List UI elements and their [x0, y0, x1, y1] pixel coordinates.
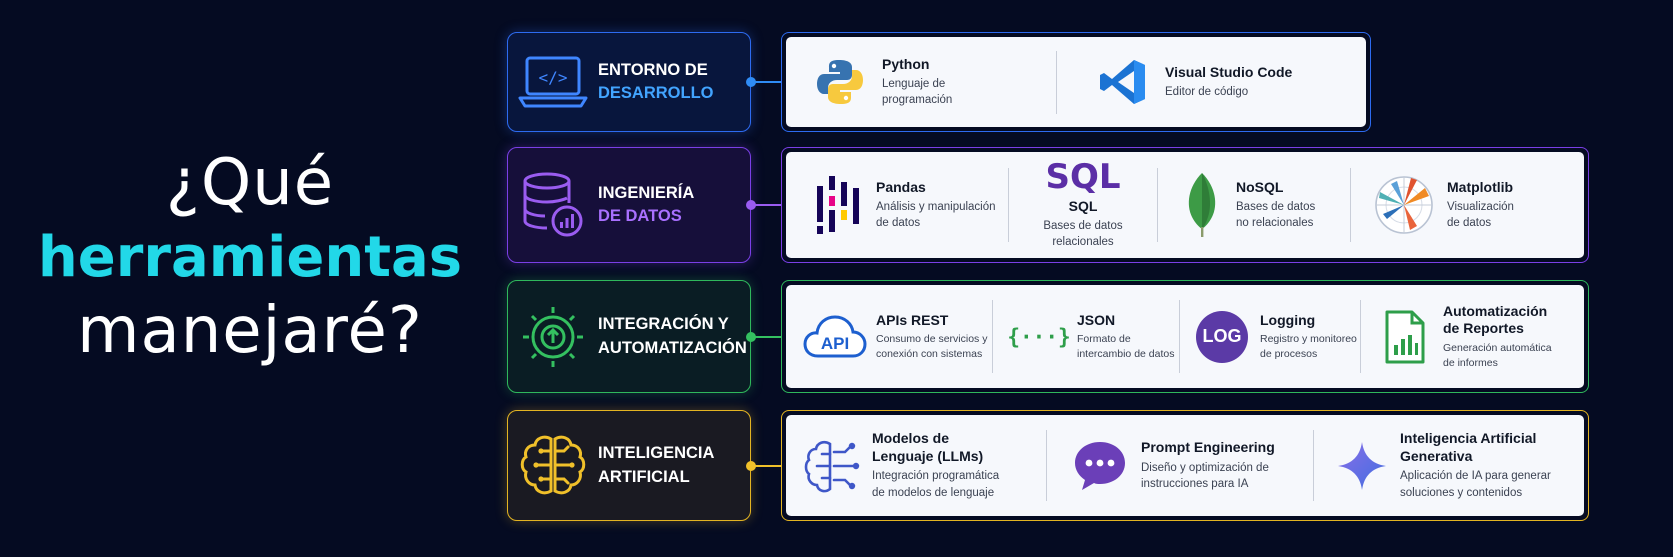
- brain-circuit-icon: [508, 433, 598, 499]
- category-title-line-2: DE DATOS: [598, 207, 682, 225]
- tool-desc: Aplicación de IA para generar soluciones…: [1400, 470, 1551, 499]
- python-icon: [808, 57, 872, 107]
- tool-name: Matplotlib: [1447, 178, 1514, 195]
- category-title-line-1: ENTORNO DE: [598, 60, 708, 79]
- divider: [1313, 430, 1314, 501]
- divider: [992, 300, 993, 373]
- headline: ¿Qué herramientas manejaré?: [0, 146, 500, 368]
- tool-ia-generativa: Inteligencia Artificial Generativa Aplic…: [1314, 415, 1560, 516]
- sql-icon: SQL: [1045, 157, 1121, 198]
- tool-prompt-engineering: Prompt Engineering Diseño y optimización…: [1047, 415, 1313, 516]
- divider: [1350, 167, 1351, 243]
- tool-desc: Diseño y optimización de instrucciones p…: [1141, 461, 1269, 490]
- connector: [746, 460, 781, 471]
- category-title-line-2: DESARROLLO: [598, 84, 714, 102]
- database-icon: [508, 169, 598, 241]
- divider: [1008, 167, 1009, 243]
- tool-name: SQL: [1068, 198, 1098, 215]
- headline-line-3: manejaré?: [77, 293, 423, 368]
- api-cloud-icon: API: [800, 312, 870, 362]
- tool-desc: Bases de datos no relacionales: [1236, 201, 1316, 230]
- category-integracion-automatizacion: INTEGRACIÓN Y AUTOMATIZACIÓN: [507, 280, 751, 393]
- tool-nosql: NoSQL Bases de datos no relacionales: [1158, 152, 1350, 258]
- tool-name: Logging: [1260, 311, 1316, 328]
- json-icon: {···}: [1007, 324, 1071, 349]
- tool-name: Pandas: [876, 178, 926, 195]
- pandas-icon: [808, 174, 868, 236]
- svg-text:API: API: [821, 334, 849, 353]
- tool-desc: Formato de intercambio de datos: [1077, 333, 1175, 360]
- gear-cycle-icon: [508, 302, 598, 372]
- matplotlib-icon: [1371, 174, 1437, 236]
- connector: [746, 331, 781, 342]
- category-title-line-2: AUTOMATIZACIÓN: [598, 338, 747, 357]
- tool-desc: Lenguaje de programación: [882, 78, 953, 107]
- tool-llms: Modelos de Lenguaje (LLMs) Integración p…: [786, 415, 1046, 516]
- headline-line-2: herramientas: [37, 225, 463, 291]
- category-title-line-1: INTELIGENCIA: [598, 444, 715, 463]
- tools-card-entorno: Python Lenguaje de programación Visual S…: [781, 32, 1371, 132]
- tool-desc: Análisis y manipulación de datos: [876, 201, 996, 230]
- tool-desc: Registro y monitoreo de procesos: [1260, 333, 1357, 360]
- laptop-code-icon: </>: [508, 54, 598, 110]
- divider: [1056, 50, 1057, 114]
- tool-name: Modelos de Lenguaje (LLMs): [872, 430, 984, 464]
- tool-name: NoSQL: [1236, 178, 1284, 195]
- report-icon: [1377, 309, 1433, 365]
- divider: [1046, 430, 1047, 501]
- headline-line-1: ¿Qué: [165, 146, 335, 220]
- category-inteligencia-artificial: INTELIGENCIA ARTIFICIAL: [507, 410, 751, 521]
- tool-vscode: Visual Studio Code Editor de código: [1057, 37, 1292, 127]
- tool-matplotlib: Matplotlib Visualización de datos: [1351, 152, 1527, 258]
- connector: [746, 200, 781, 210]
- tool-name: Automatización de Reportes: [1443, 302, 1548, 337]
- tool-name: Visual Studio Code: [1165, 63, 1293, 80]
- divider: [1360, 300, 1361, 373]
- tool-logging: LOG Logging Registro y monitoreo de proc…: [1180, 285, 1360, 388]
- tools-card-ia: Modelos de Lenguaje (LLMs) Integración p…: [781, 410, 1589, 521]
- category-entorno-desarrollo: </> ENTORNO DE DESARROLLO: [507, 32, 751, 132]
- tools-card-datos: Pandas Análisis y manipulación de datos …: [781, 147, 1589, 263]
- tool-desc: Visualización de datos: [1447, 201, 1514, 230]
- vscode-icon: [1091, 57, 1155, 107]
- tool-name: Inteligencia Artificial Generativa: [1400, 430, 1537, 464]
- tool-desc: Editor de código: [1165, 86, 1249, 99]
- tool-python: Python Lenguaje de programación: [786, 37, 1056, 127]
- chat-bubble-icon: [1069, 439, 1131, 493]
- leaf-icon: [1178, 171, 1226, 239]
- divider: [1179, 300, 1180, 373]
- tool-desc: Consumo de servicios y conexión con sist…: [876, 333, 988, 360]
- brain-icon: [800, 438, 866, 494]
- connector: [746, 77, 781, 87]
- tool-name: APIs REST: [876, 311, 949, 328]
- log-icon: LOG: [1192, 310, 1252, 363]
- tool-pandas: Pandas Análisis y manipulación de datos: [786, 152, 1008, 258]
- tool-name: Prompt Engineering: [1141, 439, 1275, 456]
- tools-card-integracion: API APIs REST Consumo de servicios y con…: [781, 280, 1589, 393]
- tool-automatizacion-reportes: Automatización de Reportes Generación au…: [1361, 285, 1558, 388]
- category-ingenieria-datos: INGENIERÍA DE DATOS: [507, 147, 751, 263]
- category-title-line-1: INTEGRACIÓN Y: [598, 315, 729, 334]
- category-title-line-2: ARTIFICIAL: [598, 467, 690, 486]
- tool-name: Python: [882, 55, 930, 72]
- tool-apis-rest: API APIs REST Consumo de servicios y con…: [786, 285, 992, 388]
- tool-name: JSON: [1077, 311, 1116, 328]
- tool-json: {···} JSON Formato de intercambio de dat…: [993, 285, 1179, 388]
- tool-sql: SQL SQL Bases de datos relacionales: [1009, 152, 1157, 258]
- sparkle-icon: [1334, 440, 1390, 492]
- tool-desc: Bases de datos relacionales: [1043, 219, 1123, 248]
- tool-desc: Generación automática de informes: [1443, 341, 1552, 369]
- svg-text:</>: </>: [539, 68, 568, 87]
- tool-desc: Integración programática de modelos de l…: [872, 470, 1000, 499]
- category-title-line-1: INGENIERÍA: [598, 183, 695, 202]
- divider: [1157, 167, 1158, 243]
